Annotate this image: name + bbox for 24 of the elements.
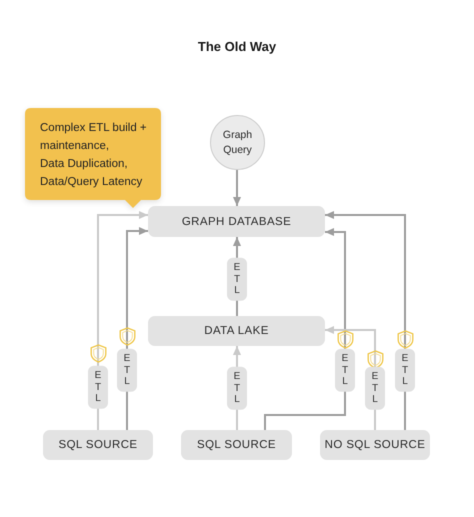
edge-label: ETL	[88, 366, 108, 408]
callout-text: Data/Query Latency	[40, 175, 144, 190]
edge-label: ETL	[335, 348, 355, 392]
callout-text: Complex ETL build + maintenance,	[40, 121, 148, 154]
edge-label: ETL	[395, 348, 415, 392]
process-box	[181, 430, 292, 460]
process-box	[148, 316, 325, 346]
node-label: NO SQL SOURCE	[324, 439, 426, 451]
callout-box	[25, 108, 161, 208]
diagram-title: The Old Way	[198, 39, 276, 54]
process-box	[43, 430, 153, 460]
edge-label: ETL	[365, 366, 385, 410]
process-box	[320, 430, 430, 460]
arrow	[232, 170, 242, 206]
node-label: SQL SOURCE	[197, 439, 276, 451]
callout-text: Data Duplication,	[40, 157, 129, 172]
node-label: GRAPH DATABASE	[182, 216, 292, 228]
process-box	[148, 206, 325, 237]
edge-label: ETL	[227, 258, 247, 300]
node-label: Graph Query	[222, 128, 254, 157]
node-label: SQL SOURCE	[58, 439, 138, 451]
node-label: DATA LAKE	[204, 325, 269, 337]
edge-label: ETL	[117, 348, 137, 392]
edge-label: ETL	[227, 366, 247, 410]
